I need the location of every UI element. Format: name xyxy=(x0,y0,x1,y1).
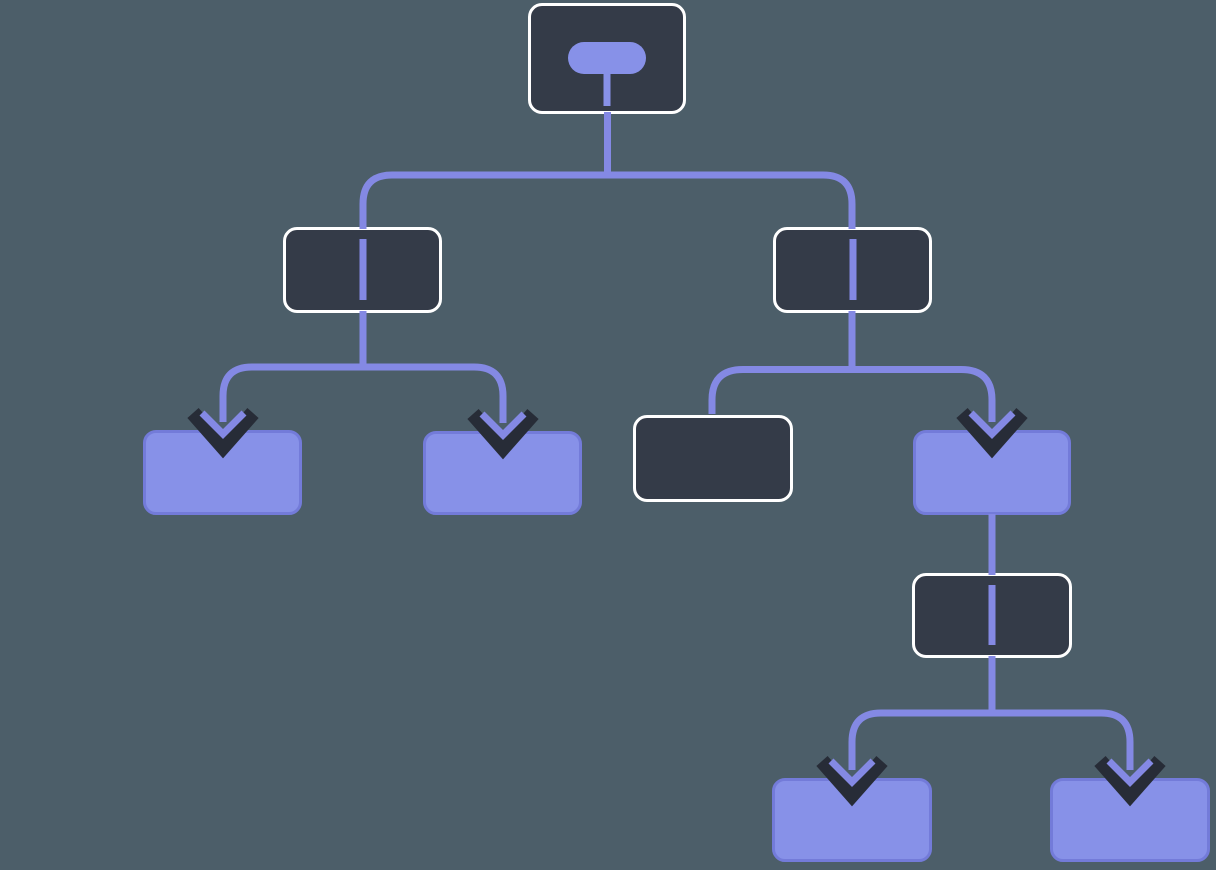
pill-stem-icon xyxy=(603,72,611,106)
leaf-node-1[interactable] xyxy=(143,430,302,515)
pass-through-line-icon xyxy=(359,239,366,300)
connector-edge xyxy=(219,363,507,423)
connector-edge xyxy=(852,366,996,422)
pill-icon xyxy=(568,42,646,74)
group-node-bottom[interactable] xyxy=(912,573,1072,658)
connector-edge xyxy=(359,171,856,229)
leaf-node-3[interactable] xyxy=(913,430,1071,515)
root-node[interactable] xyxy=(528,3,686,114)
connector-edge xyxy=(708,366,852,414)
pass-through-line-icon xyxy=(988,585,996,645)
group-node-left[interactable] xyxy=(283,227,442,313)
group-node-right[interactable] xyxy=(773,227,932,313)
leaf-node-2[interactable] xyxy=(423,431,582,515)
plain-dark-node[interactable] xyxy=(633,415,793,502)
leaf-node-4[interactable] xyxy=(772,778,932,862)
pass-through-line-icon xyxy=(849,239,856,300)
connector-edge xyxy=(848,709,1134,770)
leaf-node-5[interactable] xyxy=(1050,778,1210,862)
